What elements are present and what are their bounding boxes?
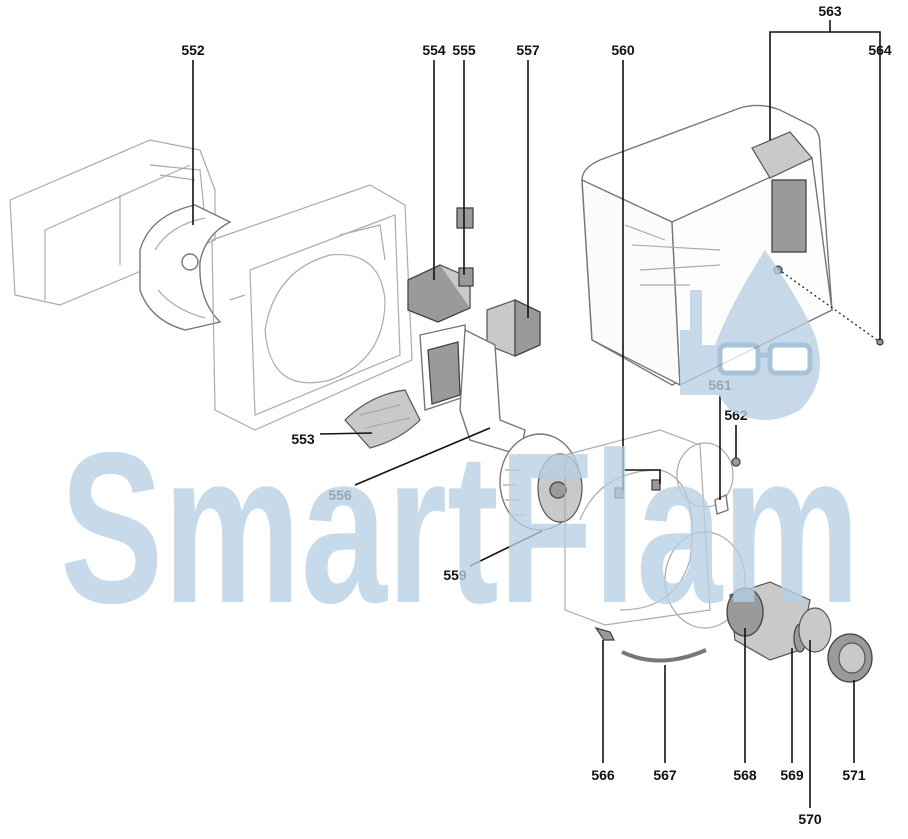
- mounting-plate: [564, 429, 711, 626]
- callout-556: 556: [328, 487, 352, 503]
- callout-566: 566: [591, 767, 615, 783]
- callout-570: 570: [798, 811, 822, 827]
- callout-567: 567: [653, 767, 677, 783]
- watermark: SmartFlam: [60, 250, 860, 648]
- part-570-pump: [798, 607, 832, 653]
- part-559-fan-wheel: [499, 433, 583, 531]
- callout-569: 569: [780, 767, 804, 783]
- watermark-text: SmartFlam: [60, 407, 860, 648]
- callout-559: 559: [443, 567, 467, 583]
- callout-557: 557: [516, 42, 540, 58]
- callout-571: 571: [842, 767, 866, 783]
- part-555-connectors: [456, 207, 474, 287]
- callout-555: 555: [452, 42, 476, 58]
- pressure-switch: [664, 442, 746, 629]
- callout-568: 568: [733, 767, 757, 783]
- part-552-air-scroll: [139, 204, 232, 331]
- part-557-ignition-transformer: [486, 298, 541, 357]
- watermark-flame-logo: [680, 250, 820, 420]
- callout-563: 563: [818, 3, 842, 19]
- part-568-motor: [726, 581, 811, 661]
- burner-main-housing: [211, 184, 413, 431]
- callout-552: 552: [181, 42, 205, 58]
- leader-lines: [192, 20, 881, 808]
- part-556-bracket: [419, 324, 526, 456]
- callout-560: 560: [611, 42, 635, 58]
- callout-564: 564: [868, 42, 892, 58]
- part-566-clip: [594, 626, 616, 641]
- part-571-pump-cover: [827, 633, 873, 683]
- part-567-cable: [621, 648, 707, 663]
- callout-554: 554: [422, 42, 446, 58]
- part-561-gasket: [714, 493, 729, 515]
- callout-553: 553: [291, 431, 315, 447]
